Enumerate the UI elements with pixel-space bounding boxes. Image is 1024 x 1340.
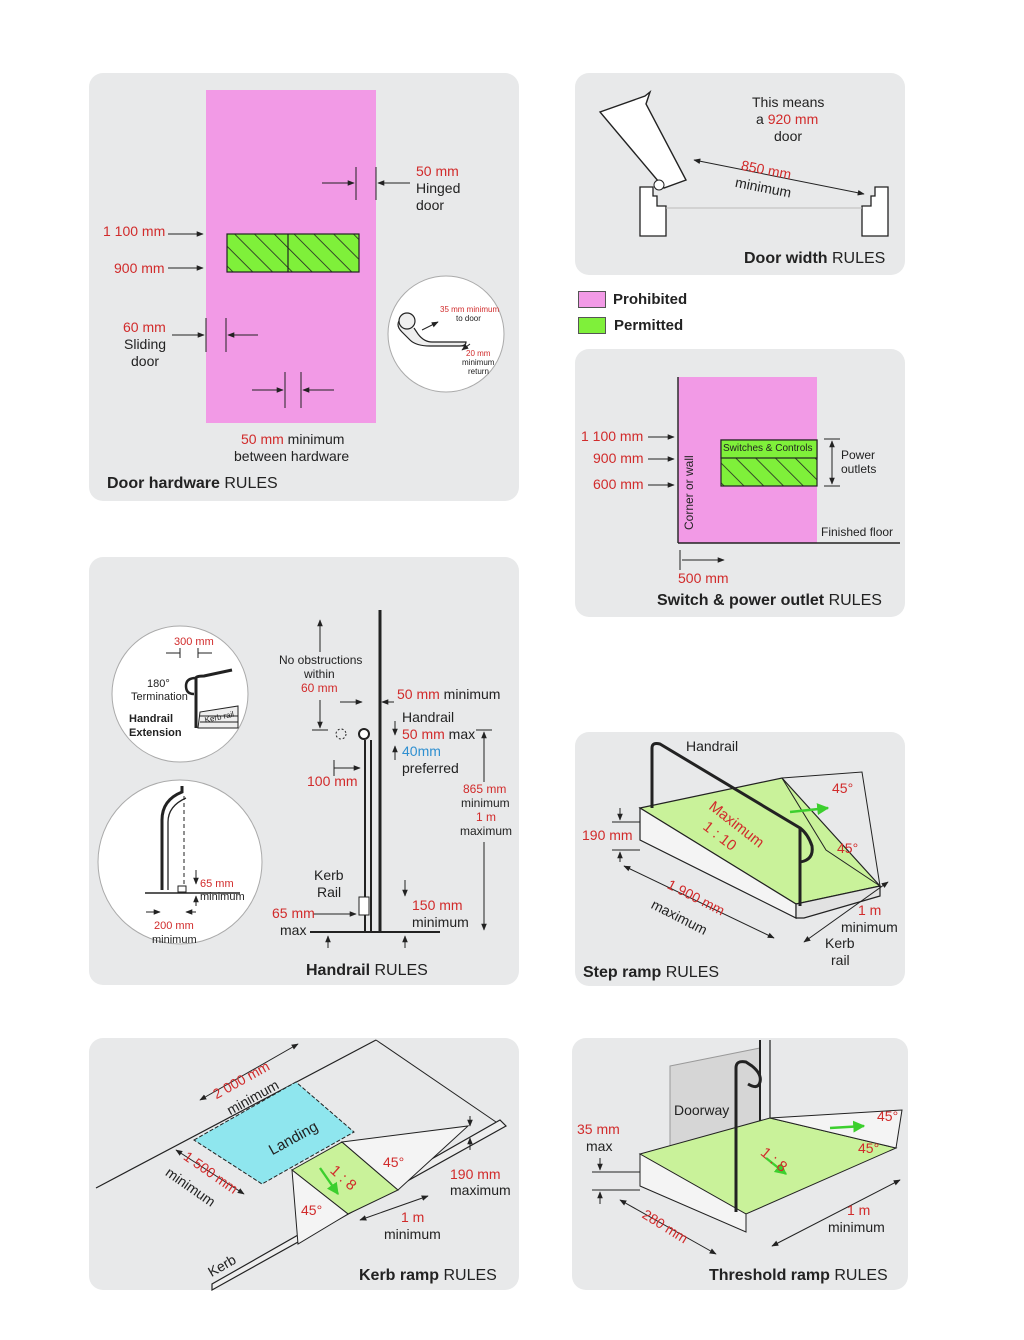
step-handrail: Handrail <box>686 738 739 754</box>
inset-200: 200 mm <box>154 920 194 932</box>
kerb-45b: 45° <box>301 1202 323 1218</box>
switch-w500: 500 mm <box>678 570 729 586</box>
hinged-label-1: Hinged <box>416 180 461 196</box>
step-h190: 190 mm <box>582 827 633 843</box>
doorway-label: Doorway <box>674 1102 730 1118</box>
between-mm: 50 mm <box>241 431 284 447</box>
door-handle-permitted-zone <box>226 233 360 273</box>
m40: 40mm <box>402 743 441 759</box>
switch-h600: 600 mm <box>593 476 644 492</box>
between-min: minimum <box>283 431 345 447</box>
kerb-45a: 45° <box>383 1154 405 1170</box>
kerb-rail-2: Rail <box>317 884 342 900</box>
kerb-ramp-title: Kerb ramp RULES <box>359 1267 497 1284</box>
m1-max: maximum <box>460 824 513 838</box>
switches-label: Switches & Controls <box>723 443 813 454</box>
door-hardware-title: Door hardware RULES <box>107 475 278 492</box>
preferred: preferred <box>402 760 459 776</box>
threshold-title: Threshold ramp RULES <box>709 1267 888 1284</box>
noobs-l2: within <box>304 667 335 681</box>
power-l2: outlets <box>841 462 877 476</box>
noobs-mm: 60 mm <box>301 681 338 695</box>
switch-title: Switch & power outlet RULES <box>657 592 882 609</box>
legend-prohibited: Prohibited <box>613 291 688 308</box>
step-w1m: 1 m <box>858 902 882 918</box>
kerb-h190: 190 mm <box>450 1166 501 1182</box>
legend-prohibited-swatch <box>578 291 606 308</box>
threshold-h35: 35 mm <box>577 1121 620 1137</box>
inset-180: 180° <box>147 678 170 690</box>
m50-max: 50 mm max <box>402 726 476 742</box>
between-label-2: between hardware <box>234 448 350 464</box>
inset-300: 300 mm <box>174 636 214 648</box>
m65: 65 mm <box>272 905 315 921</box>
inset-65: 65 mm <box>200 878 234 890</box>
sliding-label-1: Sliding <box>124 336 167 352</box>
means-l2: a 920 mm <box>756 111 819 127</box>
m1m: 1 m <box>476 810 497 824</box>
inset-35: 35 mm minimum <box>440 305 500 314</box>
m65-max: max <box>280 922 307 938</box>
step-ramp-title: Step ramp RULES <box>583 964 720 981</box>
legend-permitted-swatch <box>578 317 606 334</box>
hr-label: Handrail <box>402 709 455 725</box>
power-l1: Power <box>841 448 876 462</box>
kerb-w1m: 1 m <box>401 1209 425 1225</box>
inset-term: Termination <box>131 691 188 703</box>
step-45b: 45° <box>837 840 859 856</box>
kerb-rail-1: Kerb <box>314 867 344 883</box>
switch-h900: 900 mm <box>593 450 644 466</box>
means-l1: This means <box>752 94 825 110</box>
between-label: 50 mm minimum <box>241 431 344 448</box>
step-wmin: minimum <box>841 919 898 935</box>
step-kerb-1: Kerb <box>825 935 855 951</box>
finished-floor: Finished floor <box>821 525 894 539</box>
switch-h1100: 1 100 mm <box>581 428 644 444</box>
m150: 150 mm <box>412 897 463 913</box>
inset-to-door: to door <box>456 314 481 323</box>
door-leaf <box>598 89 687 189</box>
inset-ext2: Extension <box>129 727 182 739</box>
inset-200-min: minimum <box>152 934 197 946</box>
door-width-title: Door width RULES <box>744 250 886 267</box>
door-h900: 900 mm <box>114 260 165 276</box>
legend-permitted: Permitted <box>614 317 684 334</box>
threshold-45b: 45° <box>858 1140 880 1156</box>
kerb-w1min: minimum <box>384 1226 441 1242</box>
m50-min: 50 mm minimum <box>397 686 501 702</box>
means-l3: door <box>774 128 803 144</box>
noobs-l1: No obstructions <box>279 653 363 667</box>
threshold-w1m: 1 m <box>847 1202 871 1218</box>
m150-min: minimum <box>412 914 469 930</box>
threshold-45a: 45° <box>877 1108 899 1124</box>
sliding-mm: 60 mm <box>123 319 166 335</box>
kerb-hmax: maximum <box>450 1182 511 1198</box>
hinged-label-2: door <box>416 197 445 213</box>
inset-ext1: Handrail <box>129 713 174 725</box>
corner-label: Corner or wall <box>682 455 696 530</box>
inset-min: minimum <box>462 358 495 367</box>
threshold-hmax: max <box>586 1138 613 1154</box>
inset-65-min: minimum <box>200 891 245 903</box>
step-kerb-2: rail <box>831 952 850 968</box>
m865: 865 mm <box>463 782 507 796</box>
hinged-mm: 50 mm <box>416 163 459 179</box>
step-45a: 45° <box>832 780 854 796</box>
lever-handle-inset <box>387 275 505 393</box>
door-h1100: 1 100 mm <box>103 223 166 239</box>
inset-return: return <box>468 367 489 376</box>
m865-min: minimum <box>461 796 510 810</box>
inset-20: 20 mm <box>466 349 491 358</box>
threshold-wmin: minimum <box>828 1219 885 1235</box>
sliding-label-2: door <box>131 353 160 369</box>
m100: 100 mm <box>307 773 358 789</box>
handrail-title: Handrail RULES <box>306 962 428 979</box>
